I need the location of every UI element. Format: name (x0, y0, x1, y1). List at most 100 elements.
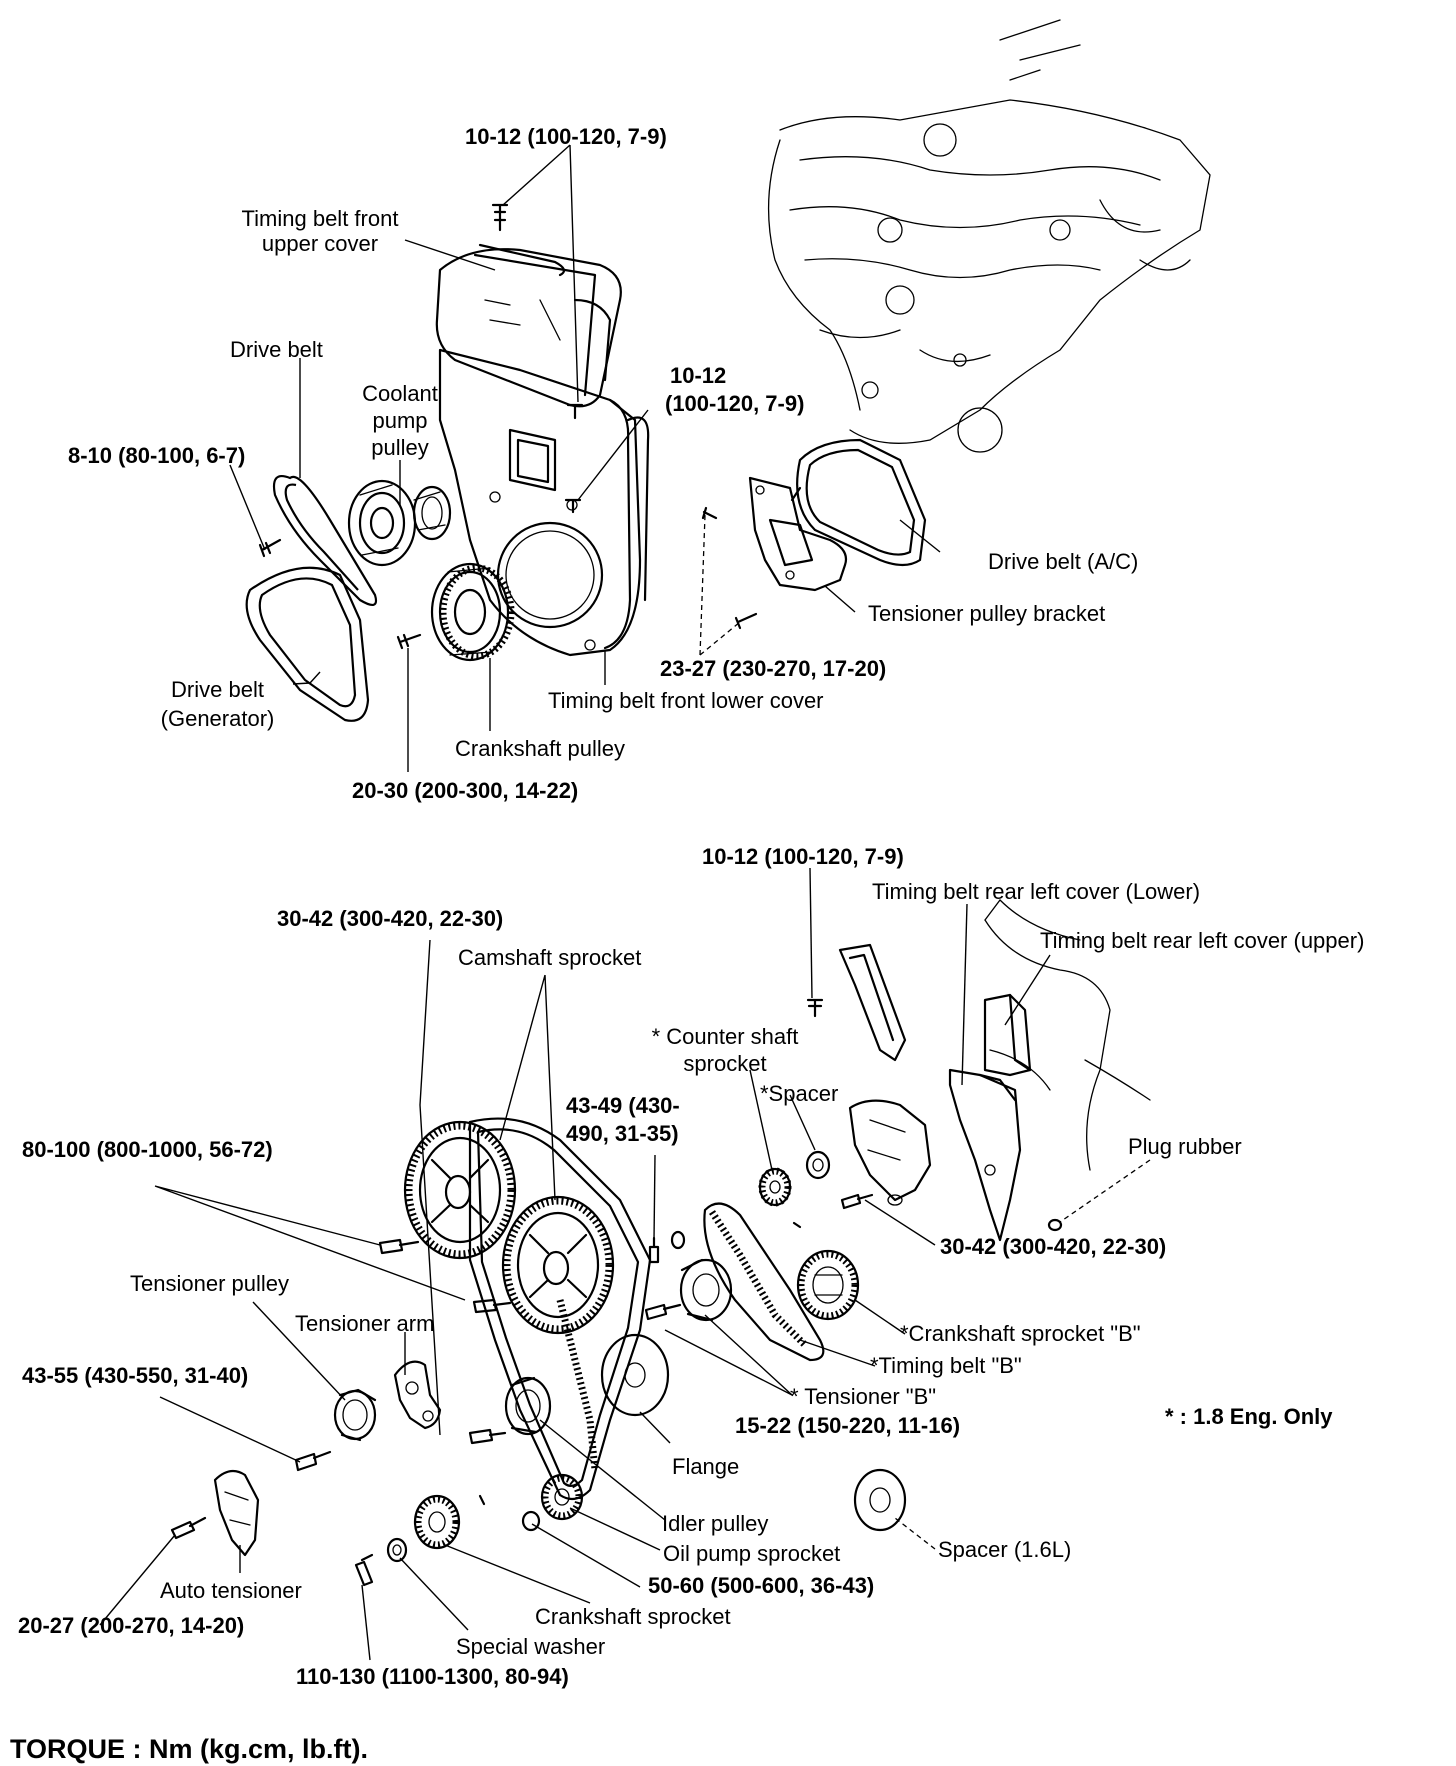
oil-pump-sprocket (540, 1473, 584, 1521)
tensioner-b (679, 1258, 733, 1322)
rear-left-cover-upper (983, 993, 1032, 1077)
crankshaft-pulley (430, 562, 515, 662)
label-torque-top-bolt: 10-12 (100-120, 7-9) (465, 124, 667, 149)
label-torque-50-60: 50-60 (500-600, 36-43) (648, 1573, 875, 1598)
label-upper-cover-line1: Timing belt front (241, 206, 399, 231)
label-coolant-line1: Coolant (362, 381, 438, 406)
crank-key (478, 1494, 486, 1506)
bolt-20-27 (170, 1516, 207, 1540)
label-coolant-line2: pump (372, 408, 428, 433)
oil-pump-nut (521, 1510, 541, 1532)
label-crank-sprocket-b: *Crankshaft sprocket "B" (900, 1321, 1141, 1346)
label-torque-23-27: 23-27 (230-270, 17-20) (660, 656, 887, 681)
label-tensioner-bracket: Tensioner pulley bracket (868, 601, 1106, 626)
bolt-8-10 (258, 538, 282, 558)
label-flange: Flange (672, 1454, 740, 1479)
cover-bolts-mid (564, 403, 584, 514)
crankshaft-sprocket (413, 1494, 461, 1550)
camshaft-bolt-lower (472, 1298, 512, 1314)
label-torque-8-10: 8-10 (80-100, 6-7) (68, 443, 246, 468)
idler-bolt (468, 1428, 507, 1445)
flange (600, 1333, 670, 1417)
crank-bolt (354, 1553, 374, 1587)
crankshaft-sprocket-b (796, 1249, 860, 1321)
camshaft-bolt-upper (378, 1238, 420, 1255)
label-torque-80-100: 80-100 (800-1000, 56-72) (22, 1137, 273, 1162)
label-spacer-16: Spacer (1.6L) (938, 1537, 1072, 1562)
balance-shaft-housing (848, 1099, 932, 1206)
spacer-1-6l (853, 1468, 907, 1532)
tensioner-pulley-bracket (748, 476, 848, 592)
timing-belt-upper-cover (435, 243, 622, 408)
label-drive-belt-gen-line1: Drive belt (171, 677, 264, 702)
counter-spacer (805, 1150, 831, 1180)
label-torque-15-22: 15-22 (150-220, 11-16) (735, 1413, 961, 1438)
camshaft-sprocket-left (403, 1120, 517, 1260)
label-torque-mid-bolt-line1: 10-12 (670, 363, 727, 388)
label-oil-pump-sprocket: Oil pump sprocket (663, 1541, 841, 1566)
tensioner-pulley (333, 1388, 377, 1442)
label-torque-43-49-line2: 490, 31-35) (566, 1121, 679, 1146)
idler-pulley (504, 1376, 552, 1436)
counter-key (792, 1221, 802, 1229)
label-counter-shaft-line1: * Counter shaft (651, 1024, 799, 1049)
label-torque-110-130: 110-130 (1100-1300, 80-94) (296, 1664, 569, 1689)
bolt-30-42-right (840, 1193, 874, 1210)
label-rear-upper-cover: Timing belt rear left cover (upper) (1040, 928, 1365, 953)
bolt-15-22 (644, 1303, 682, 1321)
label-torque-43-55: 43-55 (430-550, 31-40) (22, 1363, 249, 1388)
label-auto-tensioner: Auto tensioner (160, 1578, 302, 1603)
label-torque-mid-bolt-line2: (100-120, 7-9) (665, 391, 805, 416)
label-plug-rubber: Plug rubber (1128, 1134, 1242, 1159)
label-crankshaft-pulley: Crankshaft pulley (455, 736, 625, 761)
engine-block-sketch (767, 19, 1211, 453)
label-upper-cover-line2: upper cover (261, 231, 379, 256)
label-torque-units: TORQUE : Nm (kg.cm, lb.ft). (10, 1734, 369, 1764)
label-torque-rear-bolt: 10-12 (100-120, 7-9) (702, 844, 904, 869)
label-crankshaft-sprocket: Crankshaft sprocket (535, 1604, 731, 1629)
rear-left-cover-lower (948, 1068, 1022, 1242)
label-drive-belt-top: Drive belt (230, 337, 323, 362)
counter-shaft-sprocket (758, 1167, 792, 1207)
timing-belt-b (703, 1202, 825, 1362)
timing-belt-main (468, 1117, 652, 1501)
label-torque-30-42-right: 30-42 (300-420, 22-30) (940, 1234, 1167, 1259)
rear-lower-bracket (838, 943, 907, 1062)
label-drive-belt-ac: Drive belt (A/C) (988, 549, 1139, 574)
bracket-bolts (701, 506, 758, 630)
plug-rubber (1047, 1218, 1063, 1232)
label-coolant-line3: pulley (371, 435, 429, 460)
label-special-washer: Special washer (456, 1634, 606, 1659)
label-tensioner-b: * Tensioner "B" (790, 1384, 937, 1409)
label-tensioner-arm: Tensioner arm (295, 1311, 435, 1336)
special-washer (386, 1537, 408, 1563)
label-camshaft-sprocket: Camshaft sprocket (458, 945, 642, 970)
drive-belt-top (272, 474, 378, 607)
label-lower-cover: Timing belt front lower cover (548, 688, 824, 713)
label-rear-lower-cover: Timing belt rear left cover (Lower) (872, 879, 1201, 904)
counter-washer (670, 1230, 686, 1250)
label-spacer-star: *Spacer (760, 1081, 839, 1106)
bolt-43-55 (294, 1450, 332, 1472)
label-timing-belt-b: *Timing belt "B" (870, 1353, 1022, 1378)
camshaft-sprocket-right (501, 1195, 615, 1335)
label-counter-shaft-line2: sprocket (683, 1051, 767, 1076)
auto-tensioner (213, 1469, 260, 1557)
tensioner-arm (393, 1360, 442, 1430)
label-drive-belt-gen-line2: (Generator) (160, 706, 275, 731)
bolt-43-49 (648, 1236, 660, 1264)
coolant-pump-pulley (347, 479, 452, 567)
label-idler-pulley: Idler pulley (662, 1511, 769, 1536)
label-tensioner-pulley: Tensioner pulley (130, 1271, 289, 1296)
engine-block-sketch-lower (984, 899, 1151, 1171)
leader-lines (99, 144, 1151, 1661)
timing-belt-lower-cover (438, 348, 650, 657)
bolt-20-30 (396, 633, 422, 650)
label-torque-30-42-top: 30-42 (300-420, 22-30) (277, 906, 504, 931)
label-torque-20-27: 20-27 (200-270, 14-20) (18, 1613, 245, 1638)
drive-belt-ac (796, 438, 927, 567)
rear-cover-bolt (806, 998, 824, 1018)
label-torque-43-49-line1: 43-49 (430- (566, 1093, 680, 1118)
label-torque-20-30: 20-30 (200-300, 14-22) (352, 778, 579, 803)
